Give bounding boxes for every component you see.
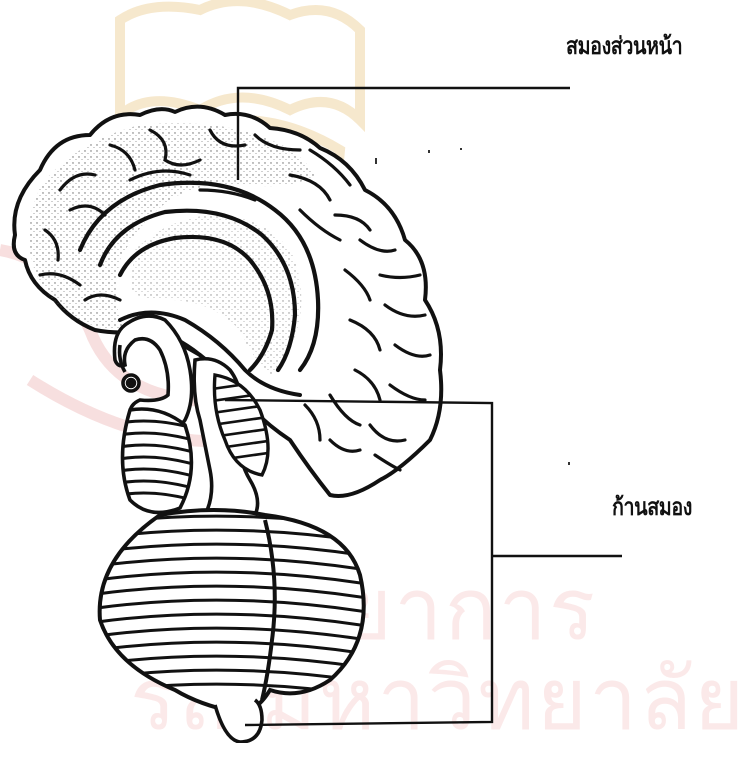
brain-illustration [0, 0, 738, 743]
spinal-cord [215, 700, 262, 742]
cerebellum [90, 510, 380, 712]
pons [110, 409, 200, 513]
brainstem-label: ก้านสมอง [612, 487, 692, 526]
brain-diagram: ันวิทยาการ รณ์มหาวิทยาลัย [0, 0, 738, 743]
forebrain-label: สมองส่วนหน้า [566, 26, 682, 65]
